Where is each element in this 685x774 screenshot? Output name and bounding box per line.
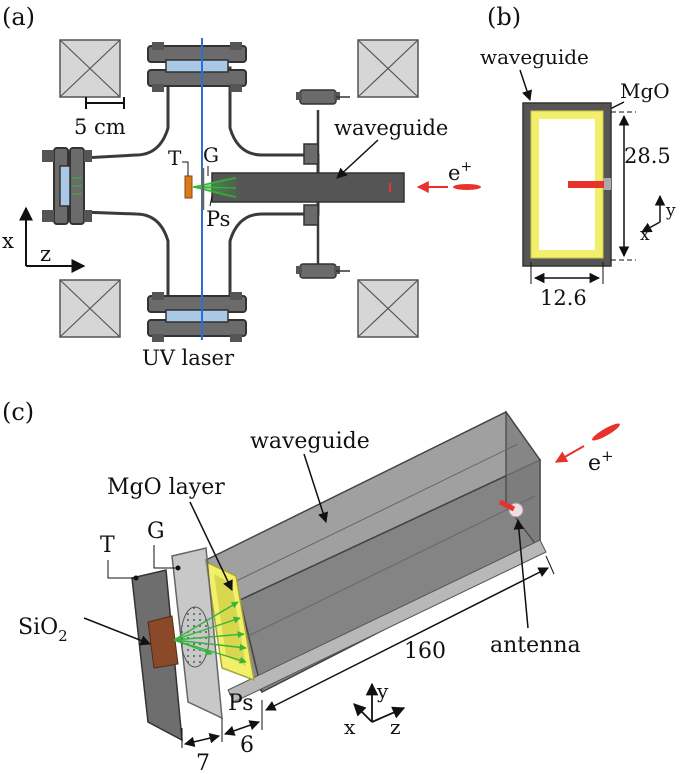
scale-bar-label: 5 cm: [74, 115, 126, 139]
panel-a-tag: (a): [2, 3, 35, 31]
waveguide-pointer-b: [519, 69, 532, 101]
grid-label: G: [203, 143, 219, 167]
axis-z-label-c: z: [390, 715, 401, 739]
uv-laser-label: UV laser: [142, 346, 235, 370]
mgo-layer-inner-c: [214, 574, 246, 666]
positron-beam-c: [592, 423, 620, 441]
length-dim-label-c: 160: [404, 639, 446, 664]
grid-label-c: G: [147, 519, 165, 544]
mgo-layer-label-c: MgO layer: [107, 475, 225, 500]
target-label-c: T: [100, 533, 115, 558]
axes-c: [353, 682, 406, 723]
panel-c-tag: (c): [2, 398, 34, 426]
gap1-dimension-c: [183, 733, 221, 747]
bottom-flange: [147, 292, 247, 342]
antenna-label-c: antenna: [490, 633, 581, 658]
positron-label-a: e+: [448, 159, 472, 185]
scale-bar: [85, 97, 125, 109]
target-top-view: [184, 175, 193, 199]
magnet-top-left: [59, 39, 121, 98]
ps-label-c: Ps: [228, 691, 254, 716]
panel-a: (a) 5 cm: [2, 3, 481, 370]
panel-c: (c) waveguide: [2, 398, 620, 774]
waveguide-label-c: waveguide: [250, 429, 370, 454]
mgo-pointer-c: [189, 501, 233, 591]
antenna-slot-b: [603, 178, 611, 190]
sio2-layer-c: [147, 615, 179, 669]
left-flange: [42, 147, 92, 225]
ps-emission-rays: [173, 601, 247, 664]
axis-y-label-b: y: [665, 201, 676, 221]
axis-y-label-c: y: [376, 679, 389, 703]
right-flange-bottom: [296, 204, 350, 279]
axis-x-label-c: x: [344, 715, 356, 739]
positron-label-c: e+: [588, 447, 614, 476]
gap2-dimension-c: [224, 720, 260, 736]
sio2-pointer-c: [83, 617, 151, 646]
axis-x-label-b: x: [640, 225, 650, 245]
magnet-bottom-left: [59, 279, 121, 338]
axis-x-label-a: x: [2, 229, 14, 253]
waveguide-top-view: [211, 172, 405, 203]
panel-b: (b) waveguide MgO 28.5 12.6 y x: [480, 3, 676, 310]
waveguide-label-b: waveguide: [480, 45, 589, 69]
antenna-pointer-c: [513, 518, 529, 629]
magnet-top-right: [357, 39, 419, 98]
gap1-dim-label-c: 7: [196, 751, 210, 774]
axes-b: [641, 194, 666, 233]
panel-b-tag: (b): [487, 3, 521, 31]
ps-label: Ps: [206, 207, 230, 231]
antenna-b: [568, 181, 604, 188]
waveguide-pointer-a: [336, 139, 379, 179]
right-flange-top: [296, 89, 350, 165]
width-dim-label-b: 12.6: [540, 286, 587, 310]
sio2-label-c: SiO2: [18, 615, 68, 645]
axis-z-label-a: z: [40, 242, 51, 266]
waveguide-label-a: waveguide: [334, 116, 448, 140]
waveguide-pointer-c: [303, 453, 329, 523]
magnet-bottom-right: [357, 279, 419, 338]
positron-beam-a: [453, 184, 481, 190]
antenna-c: [498, 499, 516, 512]
top-flange: [147, 42, 247, 92]
height-dim-label-b: 28.5: [624, 144, 671, 168]
length-dimension-c: [265, 567, 549, 711]
axes-a: [19, 206, 86, 273]
gap2-dim-label-c: 6: [240, 733, 254, 758]
target-label: T: [168, 146, 182, 170]
mgo-label-b: MgO: [620, 79, 670, 103]
